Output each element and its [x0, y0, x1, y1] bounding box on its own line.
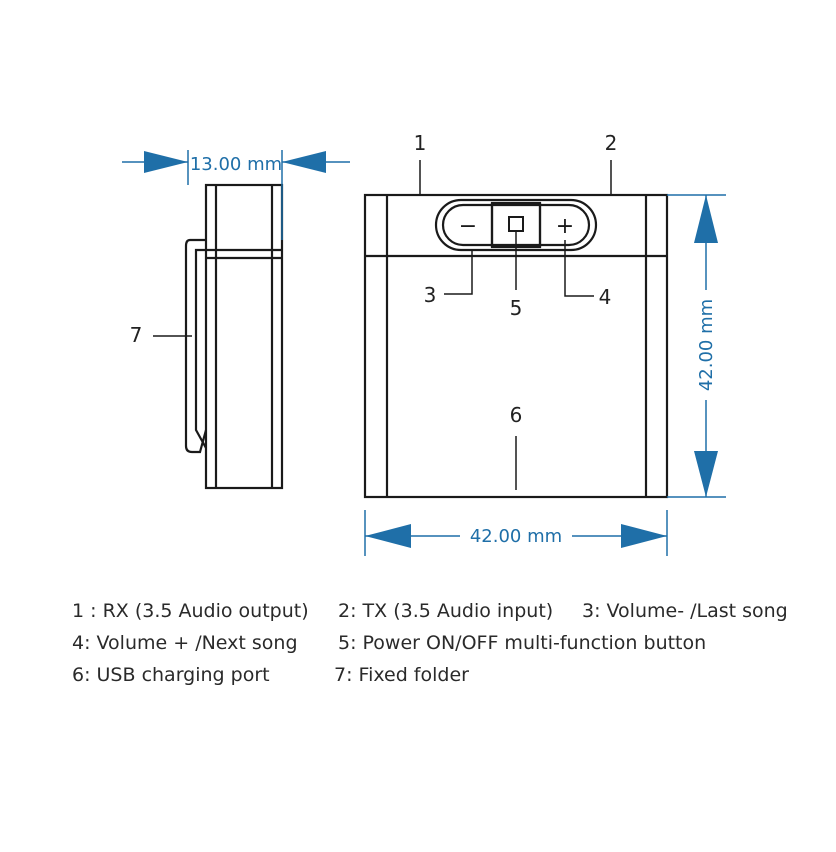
height-arrow-bottom	[694, 451, 718, 497]
width-arrow-right	[621, 524, 667, 548]
height-label: 42.00 mm	[696, 299, 717, 391]
legend: 1 : RX (3.5 Audio output) 2: TX (3.5 Aud…	[72, 600, 812, 696]
legend-item-2: 2: TX (3.5 Audio input)	[338, 600, 554, 622]
callout-5-label: 5	[510, 296, 523, 320]
thickness-arrow-left	[144, 151, 188, 173]
width-dimension: 42.00 mm	[364, 510, 668, 556]
legend-item-5: 5: Power ON/OFF multi-function button	[338, 632, 707, 654]
volume-up-button[interactable]: +	[556, 214, 574, 239]
callout-3-leader	[444, 250, 473, 295]
callout-4-leader	[564, 240, 594, 297]
callout-4	[564, 240, 594, 297]
thickness-arrow-right	[282, 151, 326, 173]
height-dimension: 42.00 mm	[667, 194, 726, 498]
legend-row-1: 1 : RX (3.5 Audio output) 2: TX (3.5 Aud…	[72, 600, 812, 632]
callout-1: 1	[414, 131, 427, 195]
thickness-dimension: 13.00 mm	[122, 150, 350, 240]
width-label: 42.00 mm	[470, 526, 562, 547]
callout-6-label: 6	[510, 403, 523, 427]
legend-row-3: 6: USB charging port 7: Fixed folder	[72, 664, 812, 696]
callout-3	[444, 250, 473, 295]
power-button-icon	[508, 216, 524, 232]
front-body-outline	[363, 193, 669, 499]
legend-item-6: 6: USB charging port	[72, 664, 270, 686]
legend-item-4: 4: Volume + /Next song	[72, 632, 298, 654]
callout-7-label: 7	[130, 323, 143, 347]
callout-2-label: 2	[605, 131, 618, 155]
legend-item-1: 1 : RX (3.5 Audio output)	[72, 600, 309, 622]
clip-inner	[194, 248, 207, 449]
callout-2: 2	[605, 131, 618, 195]
legend-row-2: 4: Volume + /Next song 5: Power ON/OFF m…	[72, 632, 812, 664]
volume-down-button[interactable]: −	[459, 214, 477, 239]
side-body-outline	[204, 183, 284, 490]
width-arrow-left	[365, 524, 411, 548]
thickness-label: 13.00 mm	[190, 154, 282, 175]
callout-7: 7	[130, 323, 192, 347]
side-view	[184, 183, 284, 490]
clip-outline	[184, 238, 208, 454]
height-arrow-top	[694, 195, 718, 243]
legend-item-3: 3: Volume- /Last song	[582, 600, 788, 622]
legend-item-7: 7: Fixed folder	[334, 664, 469, 686]
callout-3-label: 3	[424, 283, 437, 307]
callout-4-label: 4	[599, 285, 612, 309]
callout-1-label: 1	[414, 131, 427, 155]
